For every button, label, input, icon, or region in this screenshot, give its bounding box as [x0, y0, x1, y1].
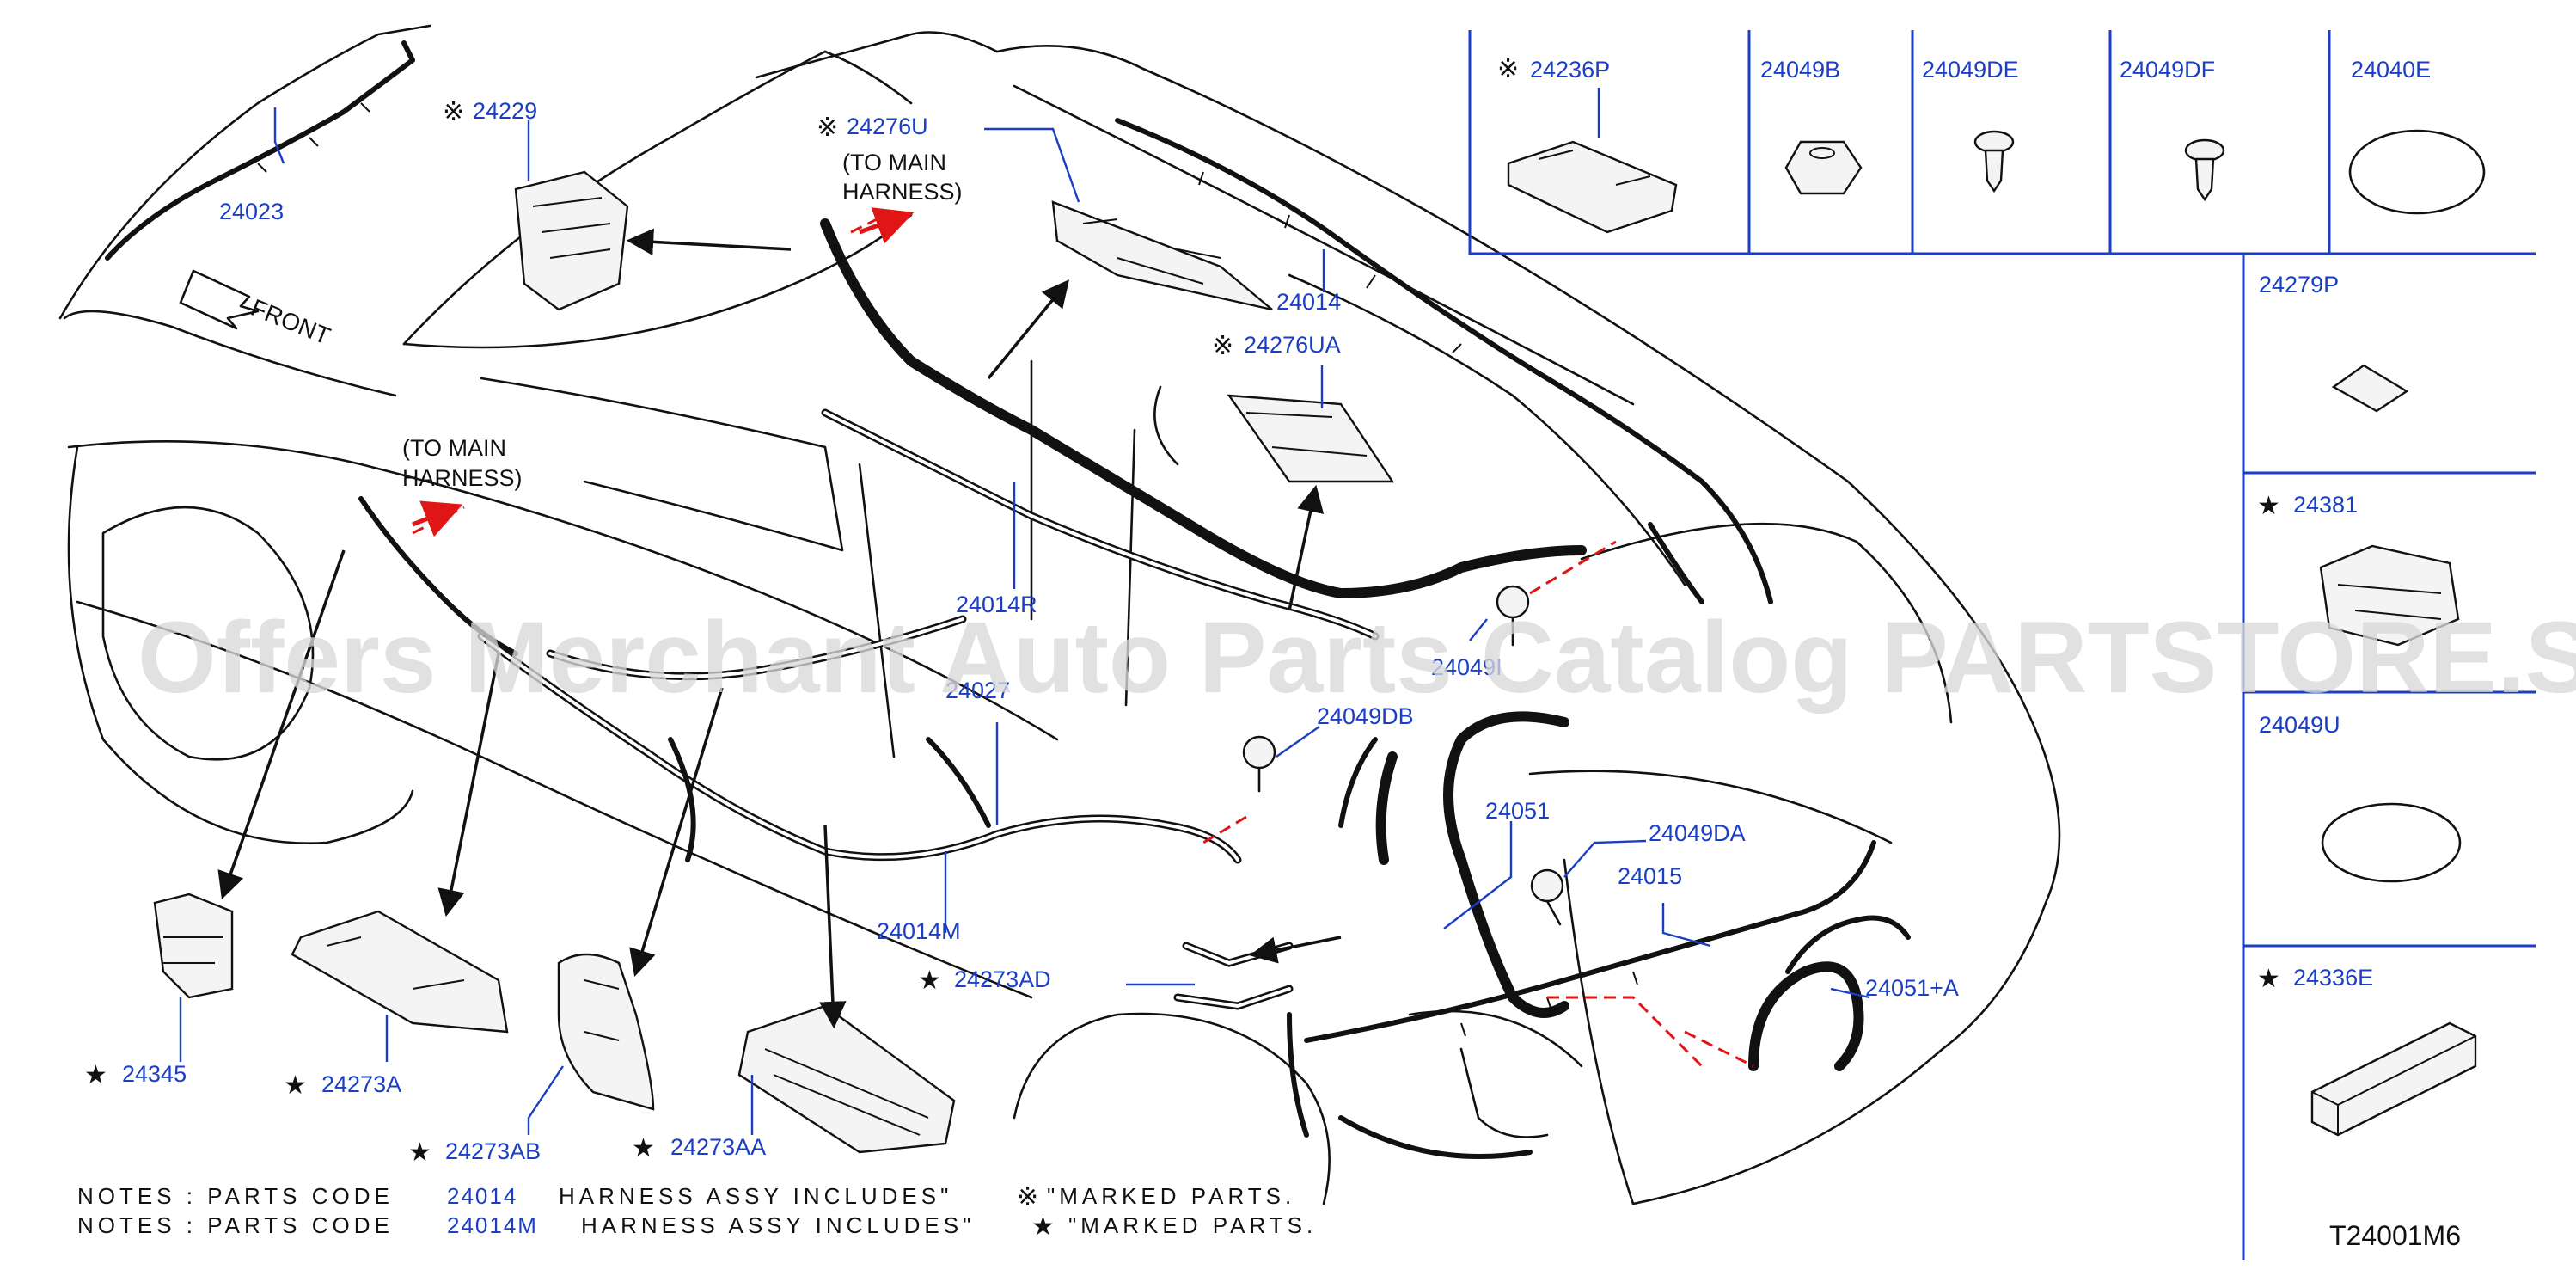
table-cell-24279P: 24279P — [2259, 272, 2409, 413]
component-24276UA — [1153, 385, 1395, 483]
svg-text:★: ★ — [2257, 492, 2280, 520]
table-cell-24049U: 24049U — [2259, 712, 2462, 883]
label-24049DB: 24049DB — [1317, 703, 1414, 729]
table-cell-24236P: ※ 24236P — [1497, 55, 1678, 234]
label-24273AD: 24273AD — [954, 966, 1051, 992]
label-24276UA: 24276UA — [1244, 332, 1341, 358]
svg-text:24014: 24014 — [447, 1183, 517, 1209]
notes-block: NOTES : PARTS CODE 24014 HARNESS ASSY IN… — [77, 1183, 1317, 1241]
label-24345: 24345 — [122, 1061, 187, 1087]
label-24273AA: 24273AA — [670, 1134, 766, 1160]
watermark: Offers Merchant Auto Parts Catalog PARTS… — [138, 601, 2576, 715]
diagram-code: T24001M6 — [2329, 1220, 2461, 1251]
star-mark: ★ — [918, 966, 941, 995]
component-24276U — [1051, 200, 1273, 311]
svg-text:24014M: 24014M — [447, 1212, 538, 1238]
component-24345 — [153, 893, 234, 999]
svg-text:24049DF: 24049DF — [2120, 57, 2215, 83]
ref-mark: ※ — [817, 113, 838, 142]
clip-24049DA — [1530, 868, 1564, 926]
svg-text:24336E: 24336E — [2293, 965, 2373, 991]
component-24273AD — [1173, 942, 1294, 1010]
star-mark: ★ — [84, 1061, 107, 1089]
svg-text:24381: 24381 — [2293, 492, 2358, 518]
svg-text:HARNESS ASSY INCLUDES": HARNESS ASSY INCLUDES" — [581, 1212, 975, 1238]
ref-mark: ※ — [1212, 332, 1233, 360]
component-24273A — [291, 910, 509, 1034]
star-mark: ★ — [408, 1138, 431, 1167]
front-label: FRONT — [248, 294, 334, 350]
table-cell-24049DE: 24049DE — [1922, 57, 2019, 193]
label-24051A: 24051+A — [1865, 975, 1959, 1001]
svg-text:NOTES : PARTS CODE: NOTES : PARTS CODE — [77, 1212, 394, 1238]
vehicle-body-outline — [58, 24, 2061, 1205]
label-24014R: 24014R — [956, 592, 1037, 617]
label-24276U: 24276U — [847, 113, 928, 139]
svg-text:24049B: 24049B — [1760, 57, 1840, 83]
leader-lines — [179, 107, 1870, 1135]
note-line-1: NOTES : PARTS CODE 24014 HARNESS ASSY IN… — [77, 1183, 1295, 1212]
table-cell-24381: ★ 24381 — [2257, 492, 2460, 647]
label-24273A: 24273A — [321, 1071, 401, 1097]
harness-24023 — [105, 40, 415, 261]
svg-text:"MARKED PARTS.: "MARKED PARTS. — [1068, 1212, 1317, 1238]
svg-text:NOTES : PARTS CODE: NOTES : PARTS CODE — [77, 1183, 394, 1209]
harness-24051 — [1338, 711, 1569, 1018]
label-24014M: 24014M — [877, 918, 961, 944]
svg-text:24049U: 24049U — [2259, 712, 2340, 738]
harness-24015 — [1287, 840, 1876, 1159]
harness-24014M — [358, 496, 1242, 864]
svg-text:24040E: 24040E — [2351, 57, 2431, 83]
label-24049DA: 24049DA — [1649, 820, 1746, 846]
pointer-arrows — [217, 207, 1342, 1029]
star-mark: ★ — [632, 1134, 655, 1163]
label-24273AB: 24273AB — [445, 1138, 541, 1164]
parts-table: ※ 24236P 24049B 24049DE 24049DF 24040E — [1468, 30, 2536, 1260]
label-24027: 24027 — [945, 678, 1010, 703]
harness-24051A — [1748, 915, 1911, 1071]
to-main-harness-note: HARNESS) — [402, 465, 523, 491]
label-24015: 24015 — [1618, 863, 1682, 889]
ref-mark: ※ — [443, 98, 464, 126]
svg-text:※: ※ — [1497, 55, 1519, 83]
table-cell-24049B: 24049B — [1760, 57, 1863, 195]
to-main-harness-note: (TO MAIN — [402, 435, 506, 461]
star-mark: ★ — [284, 1071, 307, 1100]
svg-text:"MARKED PARTS.: "MARKED PARTS. — [1047, 1183, 1295, 1209]
label-24023: 24023 — [219, 199, 284, 224]
svg-text:※: ※ — [1017, 1183, 1038, 1212]
table-cell-24040E: 24040E — [2348, 57, 2486, 215]
label-24014: 24014 — [1276, 289, 1341, 315]
table-cell-24049DF: 24049DF — [2120, 57, 2225, 202]
to-main-harness-note: HARNESS) — [842, 179, 963, 205]
table-cell-24336E: ★ 24336E — [2257, 965, 2477, 1137]
label-24049I: 24049I — [1431, 654, 1502, 680]
to-main-harness-note: (TO MAIN — [842, 150, 946, 175]
label-24051: 24051 — [1485, 798, 1550, 824]
note-line-2: NOTES : PARTS CODE 24014M HARNESS ASSY I… — [77, 1212, 1317, 1241]
harness-24014 — [820, 118, 1773, 604]
svg-text:★: ★ — [2257, 965, 2280, 993]
component-24229 — [514, 170, 629, 311]
svg-text:24049DE: 24049DE — [1922, 57, 2019, 83]
label-24229: 24229 — [473, 98, 537, 124]
clip-24049DB — [1242, 735, 1276, 793]
component-24273AA — [737, 1004, 956, 1154]
svg-text:HARNESS ASSY INCLUDES": HARNESS ASSY INCLUDES" — [559, 1183, 952, 1209]
part-labels: ※ 24229 24023 ※ 24276U (TO MAIN HARNESS)… — [84, 98, 1959, 1167]
harness-24014R — [546, 408, 1380, 681]
svg-text:★: ★ — [1031, 1212, 1055, 1241]
component-24273AB — [557, 953, 655, 1111]
svg-text:24236P: 24236P — [1530, 57, 1610, 83]
svg-text:24279P: 24279P — [2259, 272, 2339, 298]
clip-24049I — [1496, 585, 1530, 647]
